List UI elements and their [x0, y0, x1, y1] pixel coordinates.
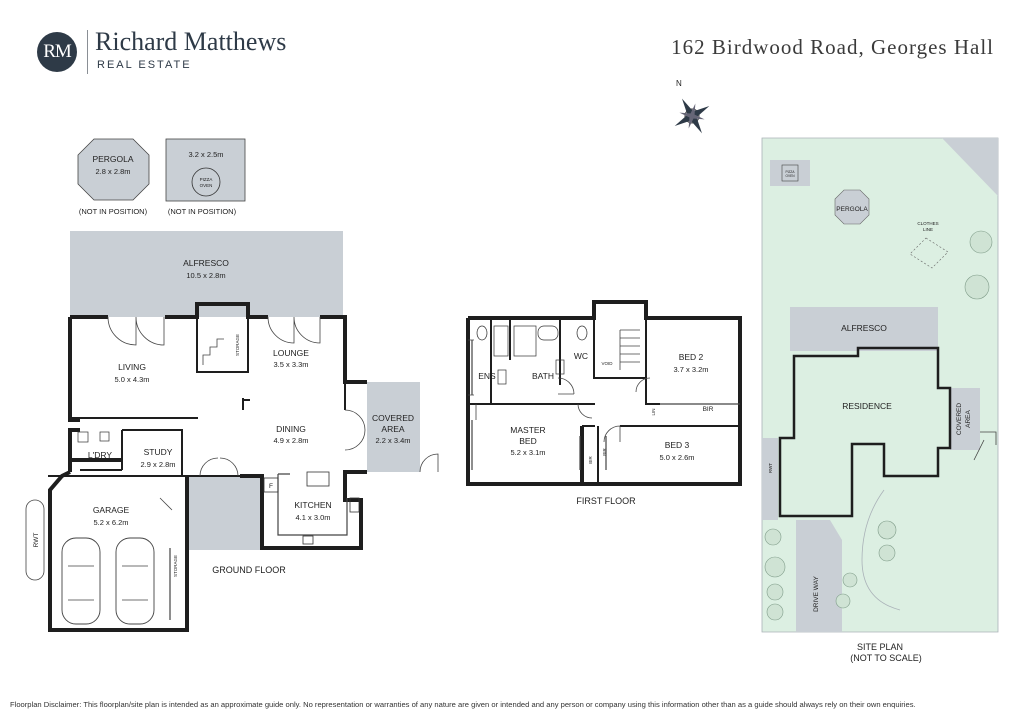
lounge-name: LOUNGE: [273, 348, 309, 358]
brand-header: RM Richard Matthews REAL ESTATE: [37, 27, 297, 76]
floorplan-drawing: text { font-family:"Liberation Sans", sa…: [25, 79, 999, 663]
garage-storage-label: STORAGE: [173, 555, 178, 577]
site-residence: RESIDENCE: [842, 401, 892, 411]
dining-size: 4.9 x 2.8m: [273, 436, 308, 445]
garage-name: GARAGE: [93, 505, 130, 515]
alfresco-size: 10.5 x 2.8m: [186, 271, 225, 280]
bir-master-label: BIR: [588, 456, 593, 464]
brand-divider: [87, 30, 88, 74]
master-line1: MASTER: [510, 425, 545, 435]
ground-floor-label: GROUND FLOOR: [212, 565, 286, 575]
covered-area-line2: AREA: [381, 424, 404, 434]
detached-pizza-note: (NOT IN POSITION): [168, 207, 237, 216]
site-plants: [764, 230, 993, 621]
compass-north-label: N: [676, 79, 682, 88]
compass-icon: N: [674, 79, 710, 134]
site-plan-label-1: SITE PLAN: [857, 642, 903, 652]
disclaimer-label: Floorplan Disclaimer:: [10, 700, 82, 709]
garage-rwt-label: RWT: [33, 533, 40, 548]
logo: RM: [37, 32, 77, 72]
stair-storage-label: STORAGE: [235, 334, 240, 356]
bath-label: BATH: [532, 371, 554, 381]
study-name: STUDY: [144, 447, 173, 457]
site-plan: PIZZA OVEN PERGOLA CLOTHES LINE ALFRESCO…: [761, 137, 999, 663]
bed3-name: BED 3: [665, 440, 690, 450]
dining-name: DINING: [276, 424, 306, 434]
bed2-name: BED 2: [679, 352, 704, 362]
kitchen-fridge-label: F: [269, 483, 273, 490]
bir-bed3-label: BIR: [602, 448, 607, 456]
kitchen-name: KITCHEN: [294, 500, 331, 510]
site-pizza-1: PIZZA: [785, 170, 795, 174]
site-covered-1: COVERED: [956, 403, 963, 435]
site-driveway: DRIVE WAY: [813, 575, 820, 611]
detached-pergola-size: 2.8 x 2.8m: [95, 167, 130, 176]
first-floor: ENS BATH WC VOID BED 2 3.7 x 3.2m BIR LI…: [466, 300, 742, 506]
site-alfresco: ALFRESCO: [841, 323, 887, 333]
disclaimer-text: This floorplan/site plan is intended as …: [83, 700, 916, 709]
detached-pergola: PERGOLA 2.8 x 2.8m (NOT IN POSITION): [77, 138, 150, 216]
living-size: 5.0 x 4.3m: [114, 375, 149, 384]
site-pergola: PERGOLA: [836, 206, 868, 213]
garage-size: 5.2 x 6.2m: [93, 518, 128, 527]
study-size: 2.9 x 2.8m: [140, 460, 175, 469]
kitchen-size: 4.1 x 3.0m: [295, 513, 330, 522]
site-rwt: RWT: [768, 463, 773, 473]
alfresco-name: ALFRESCO: [183, 258, 229, 268]
first-floor-label: FIRST FLOOR: [576, 496, 636, 506]
ground-floor: ALFRESCO 10.5 x 2.8m COVERED AREA 2.2 x …: [25, 231, 439, 632]
detached-pizza-size: 3.2 x 2.5m: [188, 150, 223, 159]
covered-area-size: 2.2 x 3.4m: [375, 436, 410, 445]
void-label: VOID: [601, 361, 613, 366]
bir-bed2-label: BIR: [703, 406, 714, 413]
lin-label: LIN: [651, 408, 656, 415]
site-covered-2: AREA: [965, 409, 972, 427]
detached-pizza-pad: 3.2 x 2.5m PIZZA OVEN (NOT IN POSITION): [165, 138, 246, 216]
side-pad: [187, 476, 261, 550]
agency-subtitle: REAL ESTATE: [97, 59, 192, 71]
ens-label: ENS: [478, 371, 496, 381]
detached-pergola-name: PERGOLA: [92, 154, 133, 164]
master-line2: BED: [519, 436, 536, 446]
covered-area: [367, 382, 420, 472]
property-address: 162 Birdwood Road, Georges Hall: [671, 35, 994, 59]
detached-pizza-oven-2: OVEN: [200, 183, 213, 188]
garage-rwt-tank: [25, 499, 45, 581]
agency-name: Richard Matthews: [95, 27, 287, 56]
master-size: 5.2 x 3.1m: [510, 448, 545, 457]
lounge-size: 3.5 x 3.3m: [273, 360, 308, 369]
floorplan-disclaimer: Floorplan Disclaimer: This floorplan/sit…: [10, 700, 1020, 709]
living-name: LIVING: [118, 362, 146, 372]
site-pizza-2: OVEN: [785, 174, 795, 178]
covered-area-line1: COVERED: [372, 413, 414, 423]
detached-pizza-oven-1: PIZZA: [200, 177, 213, 182]
wc-label: WC: [574, 351, 588, 361]
site-plan-label-2: (NOT TO SCALE): [850, 653, 922, 663]
site-clothes-1: CLOTHES: [917, 221, 938, 226]
laundry-name: L'DRY: [88, 450, 112, 460]
bed2-size: 3.7 x 3.2m: [673, 365, 708, 374]
bed3-size: 5.0 x 2.6m: [659, 453, 694, 462]
detached-pergola-note: (NOT IN POSITION): [79, 207, 148, 216]
site-clothes-2: LINE: [923, 227, 933, 232]
